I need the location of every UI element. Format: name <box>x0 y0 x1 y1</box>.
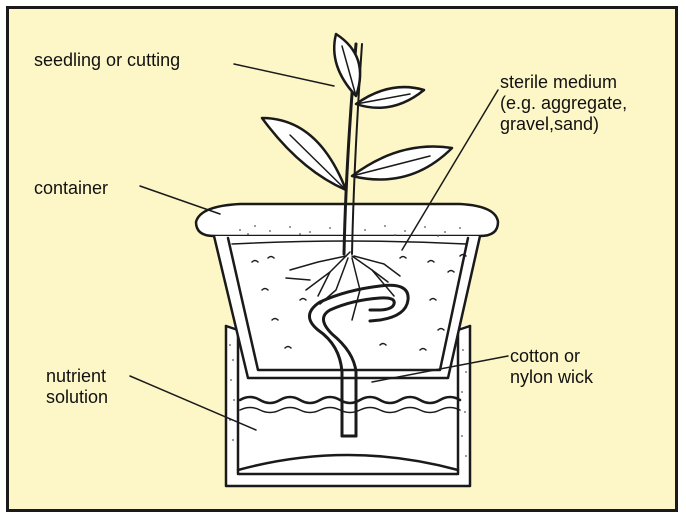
label-container: container <box>34 178 108 199</box>
label-seedling: seedling or cutting <box>34 50 180 71</box>
label-sterile-medium: sterile medium (e.g. aggregate, gravel,s… <box>500 72 627 135</box>
label-nutrient-solution: nutrient solution <box>46 366 108 408</box>
label-wick: cotton or nylon wick <box>510 346 593 388</box>
